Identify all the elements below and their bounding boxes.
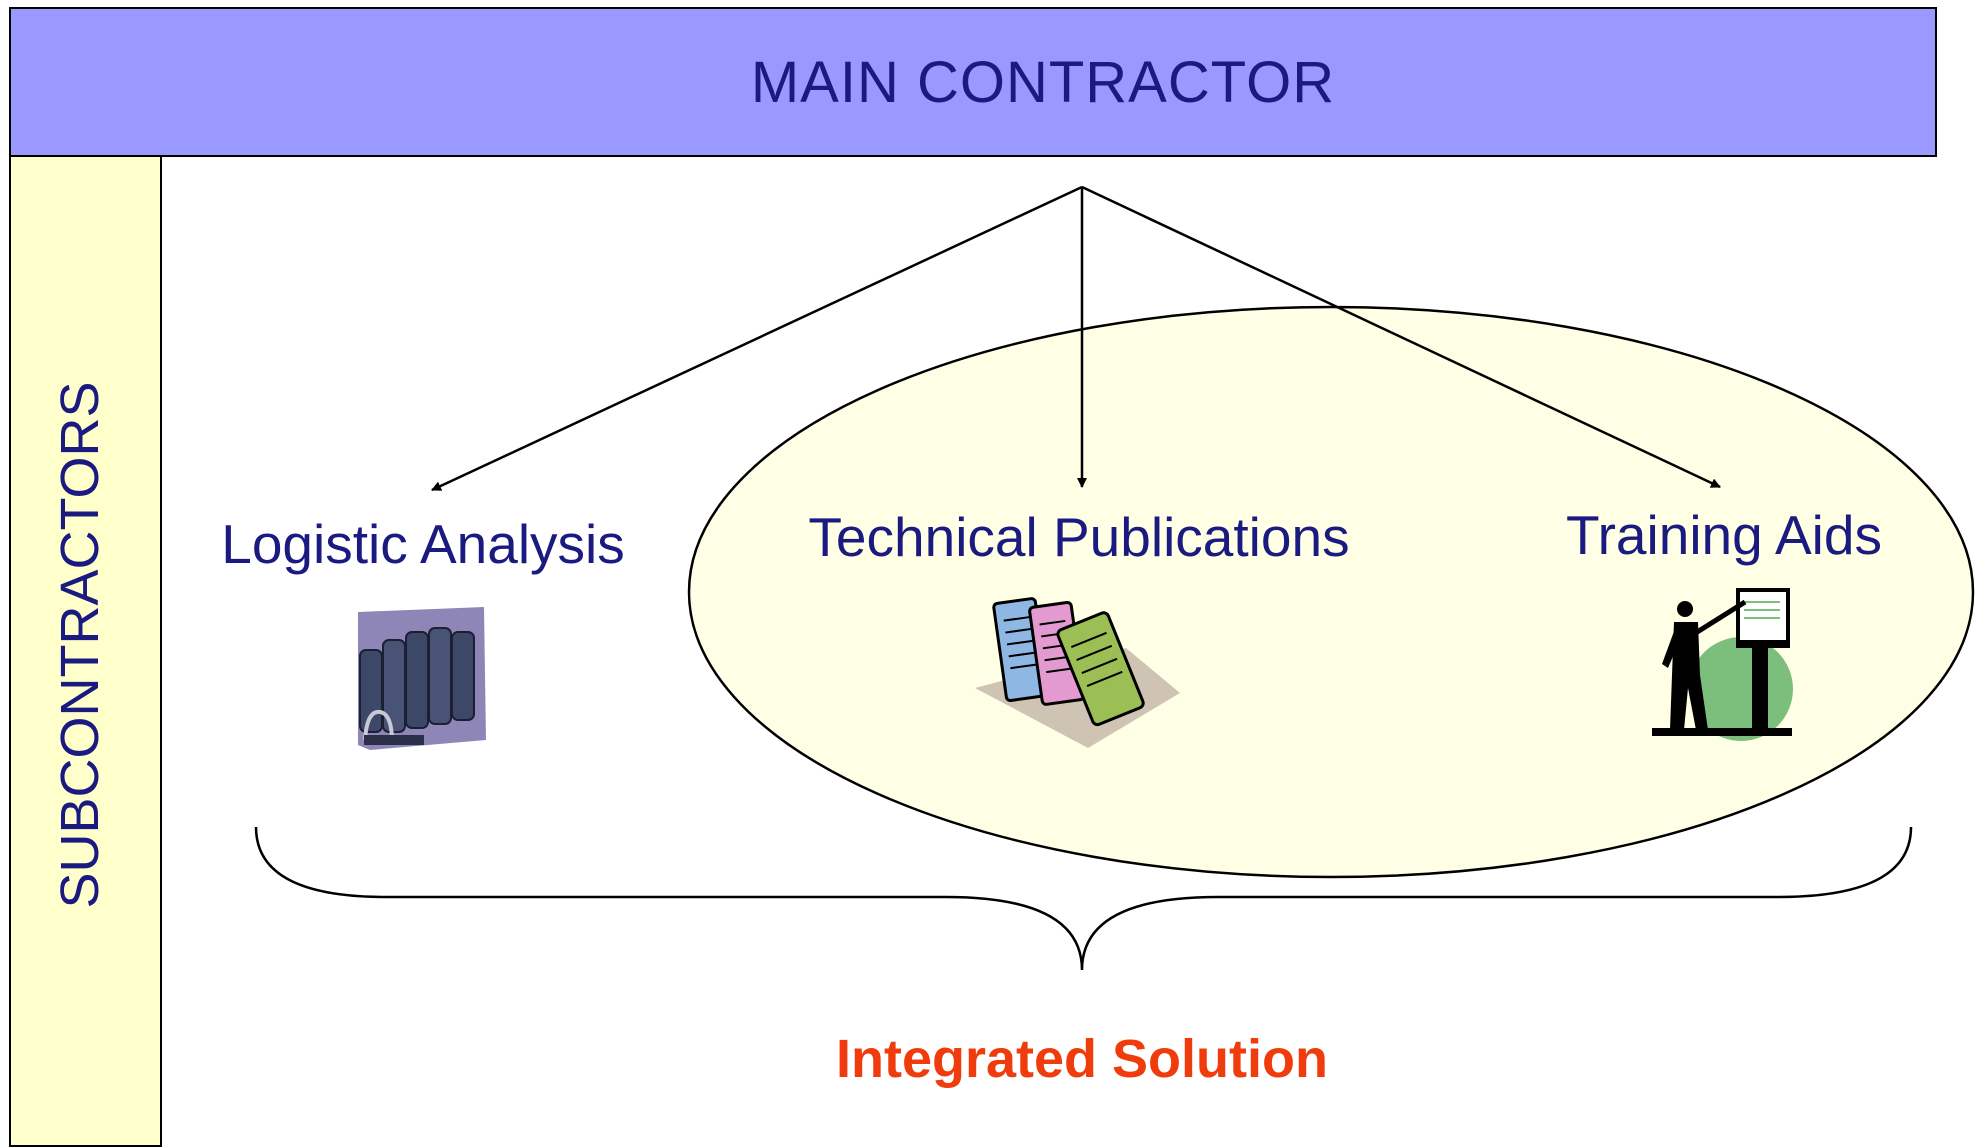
integration-brace xyxy=(254,826,1913,971)
technical-publications-label: Technical Publications xyxy=(808,506,1350,568)
training-aids-label: Training Aids xyxy=(1566,504,1882,566)
main-contractor-title: MAIN CONTRACTOR xyxy=(750,49,1336,115)
arrow-to-logistic-analysis xyxy=(431,185,1083,492)
books-shelf-icon xyxy=(358,607,486,750)
arrow-to-training-aids xyxy=(1081,185,1721,489)
colored-books-icon xyxy=(975,597,1180,748)
presenter-icon xyxy=(1652,588,1793,741)
integrated-solution-label: Integrated Solution xyxy=(836,1029,1328,1089)
subcontractors-bar xyxy=(9,157,162,1147)
main-contractor-bar: MAIN CONTRACTOR xyxy=(9,7,1937,157)
logistic-analysis-label: Logistic Analysis xyxy=(221,513,625,575)
